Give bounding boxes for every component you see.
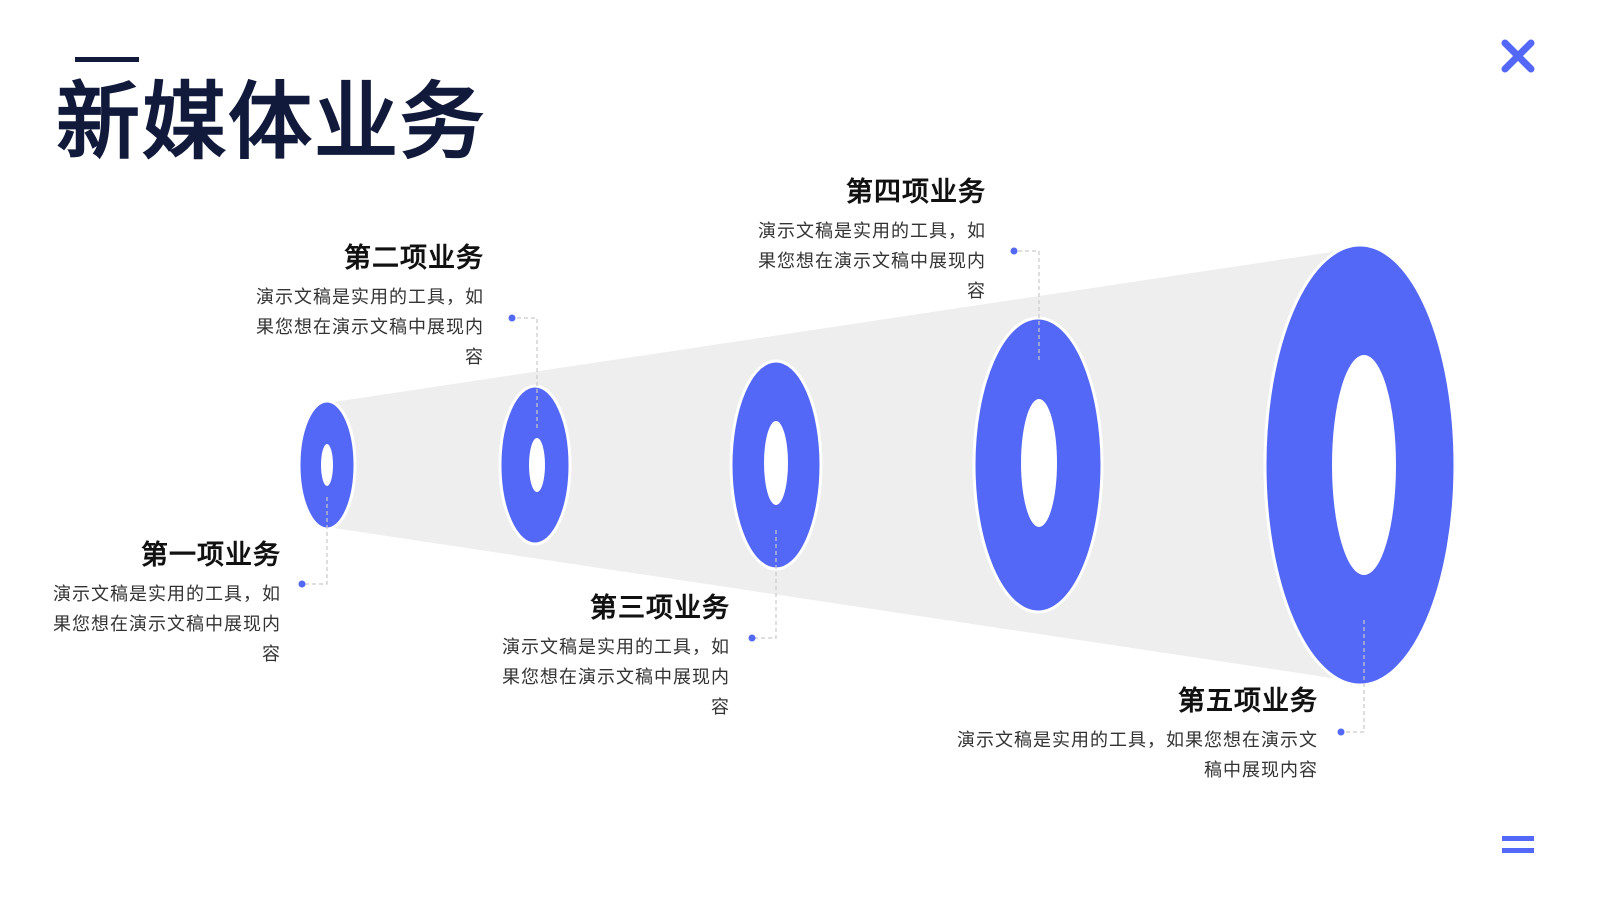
item-1-label: 第一项业务 演示文稿是实用的工具，如果您想在演示文稿中展现内容: [41, 538, 281, 670]
close-icon[interactable]: [1500, 38, 1536, 74]
connector-1-dot: [298, 580, 306, 588]
connector-5: [1341, 620, 1365, 733]
item-4-desc: 演示文稿是实用的工具，如果您想在演示文稿中展现内容: [758, 221, 986, 302]
item-1-desc: 演示文稿是实用的工具，如果您想在演示文稿中展现内容: [53, 584, 281, 665]
funnel-body: [327, 247, 1365, 683]
ring-5-hole: [1332, 355, 1396, 575]
item-3-label: 第三项业务 演示文稿是实用的工具，如果您想在演示文稿中展现内容: [490, 591, 730, 723]
item-3-desc: 演示文稿是实用的工具，如果您想在演示文稿中展现内容: [502, 637, 730, 718]
item-3-title: 第三项业务: [590, 593, 730, 624]
connector-3: [752, 530, 777, 639]
ring-2-hole: [529, 438, 545, 492]
item-4-label: 第四项业务 演示文稿是实用的工具，如果您想在演示文稿中展现内容: [746, 175, 986, 307]
title-accent-bar: [75, 57, 139, 62]
item-4-title: 第四项业务: [846, 177, 986, 208]
item-2-desc: 演示文稿是实用的工具，如果您想在演示文稿中展现内容: [256, 287, 484, 368]
connector-2: [512, 317, 538, 428]
connector-3-dot: [748, 634, 756, 642]
connector-4-dot: [1010, 247, 1018, 255]
ring-3-hole: [764, 421, 788, 505]
page-title: 新媒体业务: [56, 73, 487, 171]
item-5-desc: 演示文稿是实用的工具，如果您想在演示文稿中展现内容: [957, 730, 1318, 781]
item-2-label: 第二项业务 演示文稿是实用的工具，如果您想在演示文稿中展现内容: [244, 241, 484, 373]
connector-1: [302, 497, 328, 585]
connector-2-dot: [508, 314, 516, 322]
ring-1-hole: [321, 444, 333, 486]
item-5-label: 第五项业务 演示文稿是实用的工具，如果您想在演示文稿中展现内容: [948, 684, 1318, 786]
item-2-title: 第二项业务: [344, 243, 484, 274]
connector-4: [1014, 250, 1040, 360]
connector-5-dot: [1337, 728, 1345, 736]
menu-icon[interactable]: [1500, 830, 1536, 860]
ring-4-hole: [1021, 399, 1057, 527]
item-5-title: 第五项业务: [1178, 686, 1318, 717]
item-1-title: 第一项业务: [141, 540, 281, 571]
